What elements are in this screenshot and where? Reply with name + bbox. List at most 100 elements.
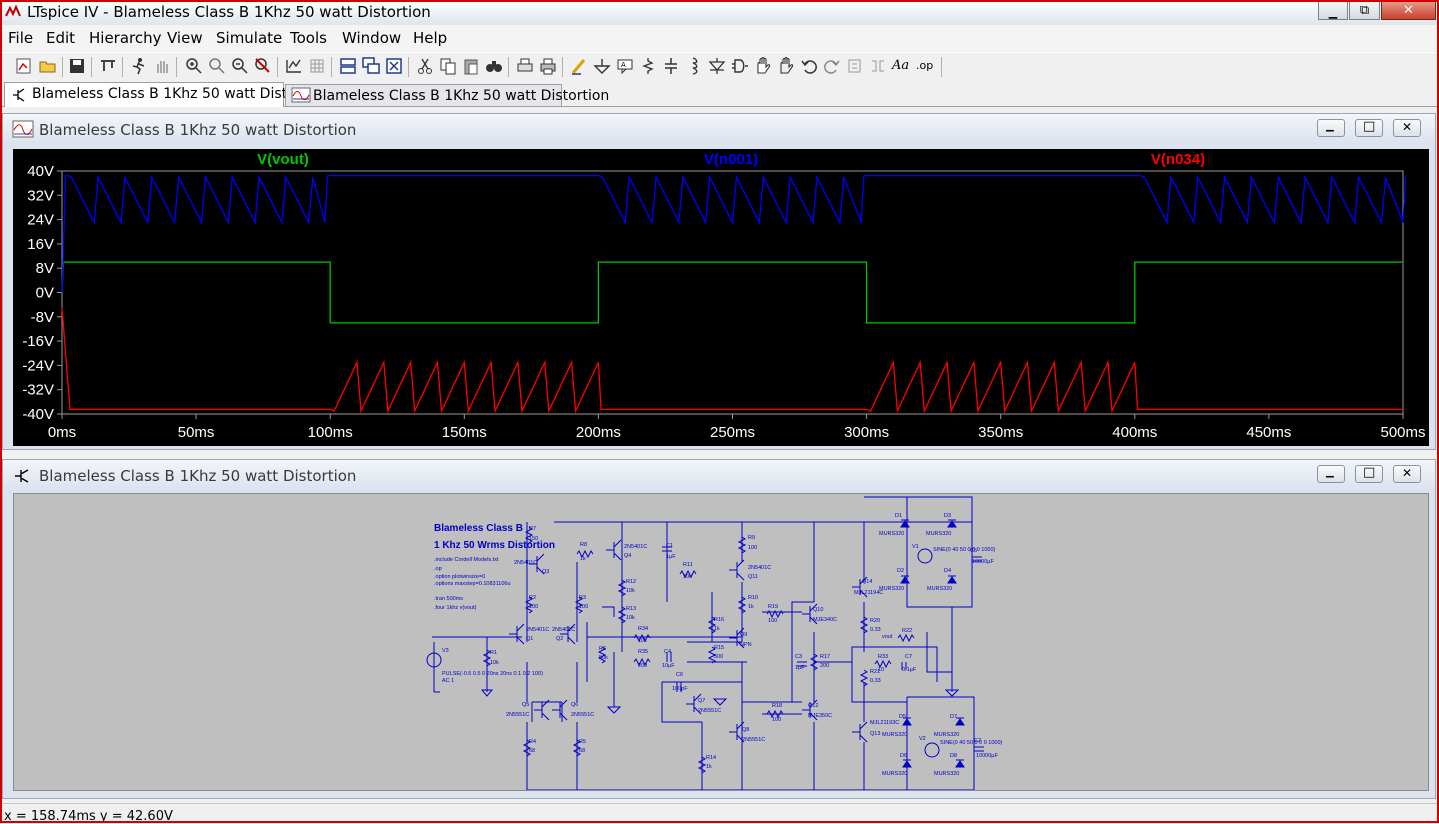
component-label: 0.33 bbox=[870, 678, 881, 684]
component-label: 10k bbox=[490, 660, 499, 666]
component-label: 10 bbox=[878, 667, 884, 673]
component-label: C2 bbox=[974, 738, 981, 744]
ltspice-app-icon[interactable] bbox=[5, 4, 21, 20]
paste-icon[interactable] bbox=[461, 56, 481, 76]
text-icon[interactable]: Aa bbox=[892, 58, 910, 73]
resistor-icon[interactable] bbox=[638, 56, 658, 76]
component-label: R16 bbox=[714, 617, 724, 623]
cut-icon[interactable] bbox=[415, 56, 435, 76]
menu-view[interactable]: View bbox=[167, 29, 203, 47]
halt-icon[interactable] bbox=[152, 56, 172, 76]
menu-tools[interactable]: Tools bbox=[290, 29, 327, 47]
drag-icon[interactable] bbox=[776, 56, 796, 76]
wire-icon[interactable] bbox=[569, 56, 589, 76]
cascade-icon[interactable] bbox=[361, 56, 381, 76]
y-tick-label: 24V bbox=[27, 212, 54, 229]
trace-n001 bbox=[61, 174, 1407, 293]
control-panel-icon[interactable] bbox=[98, 56, 118, 76]
document-tab-bar: Blameless Class B 1Khz 50 watt Distortio… bbox=[0, 81, 1439, 107]
grid-icon[interactable] bbox=[307, 56, 327, 76]
tab-schematic[interactable]: Blameless Class B 1Khz 50 watt Distortio… bbox=[4, 82, 328, 107]
schematic-maximize-button[interactable]: □ bbox=[1355, 465, 1383, 483]
label-icon[interactable]: A bbox=[615, 56, 635, 76]
inductor-icon[interactable] bbox=[684, 56, 704, 76]
resistor-symbol bbox=[679, 569, 697, 579]
resistor-symbol bbox=[737, 596, 747, 614]
component-label: 1k bbox=[748, 604, 754, 610]
undo-icon[interactable] bbox=[799, 56, 819, 76]
menu-help[interactable]: Help bbox=[413, 29, 448, 47]
spice-directive: .options maxstep=0.10831106u bbox=[434, 581, 511, 587]
copy-icon[interactable] bbox=[438, 56, 458, 76]
rotate-icon[interactable] bbox=[845, 56, 865, 76]
toolbar-separator bbox=[176, 57, 177, 77]
tab-waveform[interactable]: Blameless Class B 1Khz 50 watt Distortio… bbox=[285, 84, 609, 106]
toolbar-separator bbox=[91, 57, 92, 77]
capacitor-icon[interactable] bbox=[661, 56, 681, 76]
schematic-minimize-button[interactable]: ▁ bbox=[1317, 465, 1345, 483]
mirror-icon[interactable] bbox=[868, 56, 888, 76]
redo-icon[interactable] bbox=[822, 56, 842, 76]
close-button[interactable]: ✕ bbox=[1381, 0, 1436, 20]
resistor-symbol bbox=[859, 616, 869, 634]
open-icon[interactable] bbox=[38, 56, 58, 76]
spice-directive: .include Cordell Models.txt bbox=[434, 557, 499, 563]
zoom-out-icon[interactable] bbox=[230, 56, 250, 76]
resistor-symbol bbox=[597, 646, 607, 664]
component-label: Q9 bbox=[740, 632, 747, 638]
waveform-maximize-button[interactable]: □ bbox=[1355, 119, 1383, 137]
close-all-icon[interactable] bbox=[384, 56, 404, 76]
menu-simulate[interactable]: Simulate bbox=[216, 29, 283, 47]
zoom-pan-icon[interactable] bbox=[207, 56, 227, 76]
ground-icon[interactable] bbox=[592, 56, 612, 76]
zoom-cancel-icon[interactable] bbox=[253, 56, 273, 76]
diode-icon[interactable] bbox=[707, 56, 727, 76]
component-label: MURS320 bbox=[879, 531, 904, 537]
run-icon[interactable] bbox=[129, 56, 149, 76]
toolbar-separator bbox=[62, 57, 63, 77]
autorange-icon[interactable] bbox=[284, 56, 304, 76]
transistor-symbol bbox=[560, 623, 576, 645]
component-label: 100 bbox=[772, 717, 781, 723]
x-tick-label: 150ms bbox=[442, 424, 487, 441]
component-label: MURS320 bbox=[934, 732, 959, 738]
schematic-window-caption[interactable]: Blameless Class B 1Khz 50 watt Distortio… bbox=[3, 460, 1435, 490]
minimize-button[interactable]: ▁ bbox=[1318, 0, 1348, 20]
component-label: NPN bbox=[740, 642, 752, 648]
component-label: V3 bbox=[442, 648, 449, 654]
diode-symbol bbox=[955, 759, 965, 768]
schematic-close-button[interactable]: ✕ bbox=[1393, 465, 1421, 483]
menu-window[interactable]: Window bbox=[342, 29, 402, 47]
component-icon[interactable] bbox=[730, 56, 750, 76]
transistor-symbol bbox=[552, 699, 568, 721]
find-icon[interactable] bbox=[484, 56, 504, 76]
schematic-drawing[interactable]: Blameless Class B1 Khz 50 Wrms Distortio… bbox=[14, 494, 1428, 791]
component-label: D1 bbox=[895, 513, 902, 519]
component-label: 10000µF bbox=[976, 753, 998, 759]
print-icon[interactable] bbox=[538, 56, 558, 76]
print-setup-icon[interactable] bbox=[515, 56, 535, 76]
component-label: R22 bbox=[902, 628, 912, 634]
waveform-minimize-button[interactable]: ▁ bbox=[1317, 119, 1345, 137]
component-label: 100 bbox=[748, 545, 757, 551]
move-icon[interactable] bbox=[753, 56, 773, 76]
menu-hierarchy[interactable]: Hierarchy bbox=[89, 29, 162, 47]
title-bar: LTspice IV - Blameless Class B 1Khz 50 w… bbox=[0, 0, 1439, 26]
zoom-in-icon[interactable] bbox=[184, 56, 204, 76]
new-schematic-icon[interactable] bbox=[14, 56, 34, 76]
menu-file[interactable]: File bbox=[8, 29, 34, 47]
tile-horizontal-icon[interactable] bbox=[338, 56, 358, 76]
menu-edit[interactable]: Edit bbox=[46, 29, 76, 47]
component-label: R9 bbox=[748, 535, 755, 541]
save-icon[interactable] bbox=[67, 56, 87, 76]
y-tick-label: -40V bbox=[22, 406, 54, 423]
waveform-close-button[interactable]: ✕ bbox=[1393, 119, 1421, 137]
component-label: 1µF bbox=[795, 665, 805, 671]
waveform-window-caption[interactable]: Blameless Class B 1Khz 50 watt Distortio… bbox=[3, 114, 1435, 144]
spice-directive-icon[interactable]: .op bbox=[916, 59, 934, 72]
component-label: 0.33 bbox=[870, 627, 881, 633]
restore-button[interactable]: ⧉ bbox=[1349, 0, 1380, 20]
